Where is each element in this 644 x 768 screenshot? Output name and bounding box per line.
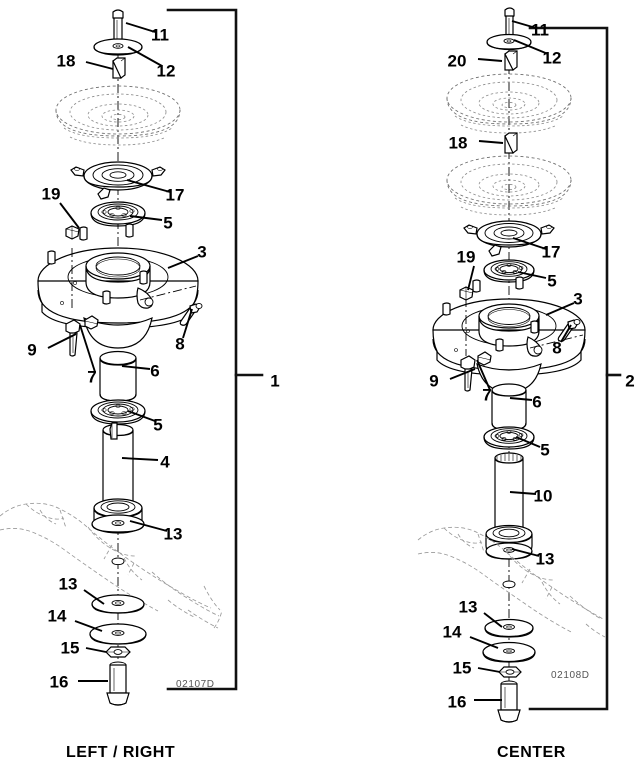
part-washer-12-center [486, 33, 532, 51]
callout-number-left-right-17-3: 17 [166, 185, 185, 204]
callout-number-center-9-9: 9 [429, 371, 438, 390]
callout-number-center-5-6: 5 [547, 271, 556, 290]
part-pulley-phantom [55, 85, 181, 146]
callout-number-center-12-1: 12 [543, 48, 562, 67]
callout-number-left-right-5-11: 5 [153, 415, 162, 434]
part-bearing-5-lower-center [483, 426, 535, 450]
part-bolt-9-center [460, 355, 476, 392]
callouts-center [449, 20, 575, 701]
part-washer-13-upper [91, 514, 145, 534]
callout-number-center-10-13: 10 [534, 486, 553, 505]
callouts-left-right [47, 22, 199, 682]
callout-number-left-right-18-2: 18 [57, 51, 76, 70]
part-washer-7 [84, 315, 99, 330]
callout-number-left-right-6-10: 6 [150, 361, 159, 380]
callout-number-left-right-13-13: 13 [164, 524, 183, 543]
part-bolt-9 [65, 319, 81, 357]
callout-number-center-17-4: 17 [542, 242, 561, 261]
bracket-2 [528, 26, 622, 711]
part-blade-cup-14 [89, 623, 147, 645]
part-housing-cap-17-center [463, 220, 555, 257]
callout-number-center-6-11: 6 [532, 392, 541, 411]
part-bearing-5-lower [90, 399, 146, 425]
part-lock-washer-15-center [498, 666, 522, 678]
callout-number-center-8-8: 8 [552, 338, 561, 357]
assembly-left-right [0, 8, 264, 706]
callout-number-center-14-16: 14 [443, 622, 462, 641]
part-bearing-5-upper [90, 201, 146, 227]
part-bolt-16-center [497, 680, 521, 723]
callout-number-left-right-15-16: 15 [61, 638, 80, 657]
callout-number-center-13-14: 13 [536, 549, 555, 568]
callout-number-left-right-5-5: 5 [163, 213, 172, 232]
part-lock-washer-15 [105, 646, 131, 658]
callout-number-center-19-5: 19 [457, 247, 476, 266]
part-key-18 [112, 57, 126, 79]
callout-number-left-right-16-17: 16 [50, 672, 69, 691]
callout-number-left-right-9-8: 9 [27, 340, 36, 359]
part-blade-phantom-center [417, 526, 606, 638]
callout-number-left-right-19-4: 19 [42, 184, 61, 203]
part-washer-12 [93, 38, 143, 56]
part-key-20 [504, 50, 518, 71]
part-spacer-6 [99, 350, 137, 402]
part-nut-19-center [459, 286, 474, 301]
part-pulley-phantom-lower-center [446, 155, 572, 216]
housing-studs-center [442, 276, 539, 352]
callout-number-center-20-2: 20 [448, 51, 467, 70]
assembly-caption-center: CENTER [497, 744, 566, 761]
callout-number-left-right-14-15: 14 [48, 606, 67, 625]
callout-number-center-3-7: 3 [573, 289, 582, 308]
callout-number-center-5-12: 5 [540, 440, 549, 459]
callout-number-center-18-3: 18 [449, 133, 468, 152]
part-washer-13-lower [91, 594, 145, 614]
callout-number-left-right-13-14: 13 [59, 574, 78, 593]
drawing-id-center: 02108D [551, 670, 590, 681]
part-blade-phantom [0, 502, 223, 629]
callout-number-center-13-15: 13 [459, 597, 478, 616]
part-bolt-16 [106, 661, 130, 706]
callout-number-left-right-12-1: 12 [157, 61, 176, 80]
callout-number-left-right-4-12: 4 [160, 452, 170, 471]
part-housing-3 [37, 223, 199, 349]
part-spacer-6-center [491, 383, 527, 431]
part-axis-nut-center [502, 580, 516, 589]
callout-number-left-right-3-6: 3 [197, 242, 206, 261]
part-bearing-5-upper-center [483, 259, 535, 283]
housing-studs [47, 223, 148, 305]
callout-number-center-15-17: 15 [453, 658, 472, 677]
callout-number-center-7-10: 7 [482, 385, 491, 404]
bracket-label-center: 2 [625, 371, 634, 390]
callout-number-center-11-0: 11 [531, 20, 549, 39]
part-washer-13-upper-center [485, 542, 533, 560]
part-shaft-10 [485, 452, 533, 557]
part-axis-nut [111, 557, 125, 566]
part-key-18-center [504, 132, 518, 154]
drawing-id-left-right: 02107D [176, 679, 215, 690]
assembly-caption-left-right: LEFT / RIGHT [66, 744, 175, 761]
part-grease-fitting-8 [179, 302, 203, 326]
part-washer-13-lower-center [484, 618, 534, 638]
callout-number-center-16-18: 16 [448, 692, 467, 711]
bracket-1 [166, 8, 264, 691]
callout-number-left-right-8-7: 8 [175, 334, 184, 353]
callout-number-left-right-11-0: 11 [151, 25, 169, 44]
assembly-center [417, 7, 622, 723]
bracket-label-left-right: 1 [270, 371, 279, 390]
callout-number-left-right-7-9: 7 [87, 367, 96, 386]
part-nut-19 [65, 225, 80, 240]
